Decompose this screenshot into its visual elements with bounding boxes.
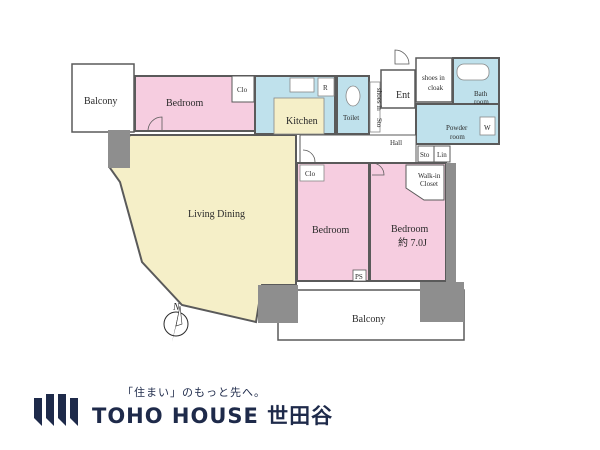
label-bedroom-center: Bedroom [312, 225, 349, 236]
kitchen-floor [273, 97, 325, 135]
label-entrance: Ent [396, 90, 410, 101]
label-bathroom-1: Bath [474, 90, 488, 98]
washer-box [479, 116, 496, 136]
label-bedroom-top: Bedroom [166, 98, 203, 109]
walkin-closet-area [405, 164, 445, 201]
floor-plan: Balcony Bedroom Clo R Kitchen Toilet sho… [71, 49, 500, 342]
toho-house-logo-icon [34, 394, 78, 426]
column-2 [258, 285, 298, 323]
balcony-left-area [71, 63, 135, 133]
door-swing-4 [302, 149, 316, 163]
label-balcony-left: Balcony [84, 96, 117, 107]
closet-mid-area [299, 164, 325, 182]
label-storage-small: Sto [375, 118, 383, 128]
label-storage: Sto [420, 151, 430, 159]
label-walkin-1: Walk-in [418, 172, 441, 180]
slogan: 「住まい」のもっと先へ。 [122, 386, 266, 399]
label-north: N [172, 302, 181, 313]
hall-area [299, 134, 417, 164]
stove-box [289, 77, 315, 93]
entrance-area [380, 69, 416, 109]
label-closet-top: Clo [237, 86, 248, 94]
brand-name: TOHO HOUSE 世田谷 [92, 404, 334, 428]
label-toilet: Toilet [343, 114, 359, 122]
label-linen: Lin [437, 151, 447, 159]
shoes-strip [369, 81, 381, 133]
toilet-bowl [345, 85, 361, 107]
door-swing-3 [371, 162, 385, 176]
label-hall: Hall [390, 139, 402, 147]
label-shoes-cloak-2: cloak [428, 84, 444, 92]
column-3 [420, 282, 464, 322]
fridge-box [317, 77, 335, 97]
label-closet-mid: Clo [305, 170, 316, 178]
label-shoes-small: shoes in [375, 88, 383, 111]
label-powder-1: Powder [446, 124, 468, 132]
label-pipe-space: PS [355, 273, 363, 281]
label-bathroom-2: room [474, 98, 489, 106]
label-kitchen: Kitchen [286, 116, 318, 127]
label-shoes-cloak-1: shoes in [422, 74, 445, 82]
pipe-space-box [352, 269, 367, 282]
footer: 「住まい」のもっと先へ。 TOHO HOUSE 世田谷 [30, 378, 570, 438]
column-4 [446, 163, 456, 283]
door-swing-1 [147, 116, 163, 132]
label-living-dining: Living Dining [188, 209, 245, 220]
label-bedroom-right-size: 約 7.0J [398, 236, 427, 249]
compass-icon: N [163, 302, 189, 342]
label-balcony-bottom: Balcony [352, 314, 385, 325]
door-swing-2 [394, 49, 410, 65]
shoes-cloak-area [415, 57, 453, 103]
bathtub [456, 63, 490, 81]
label-bedroom-right: Bedroom [391, 224, 428, 235]
label-walkin-2: Closet [420, 180, 438, 188]
label-powder-2: room [450, 133, 465, 141]
label-fridge: R [323, 84, 328, 92]
column-1 [108, 130, 130, 168]
label-washer: W [484, 124, 491, 132]
